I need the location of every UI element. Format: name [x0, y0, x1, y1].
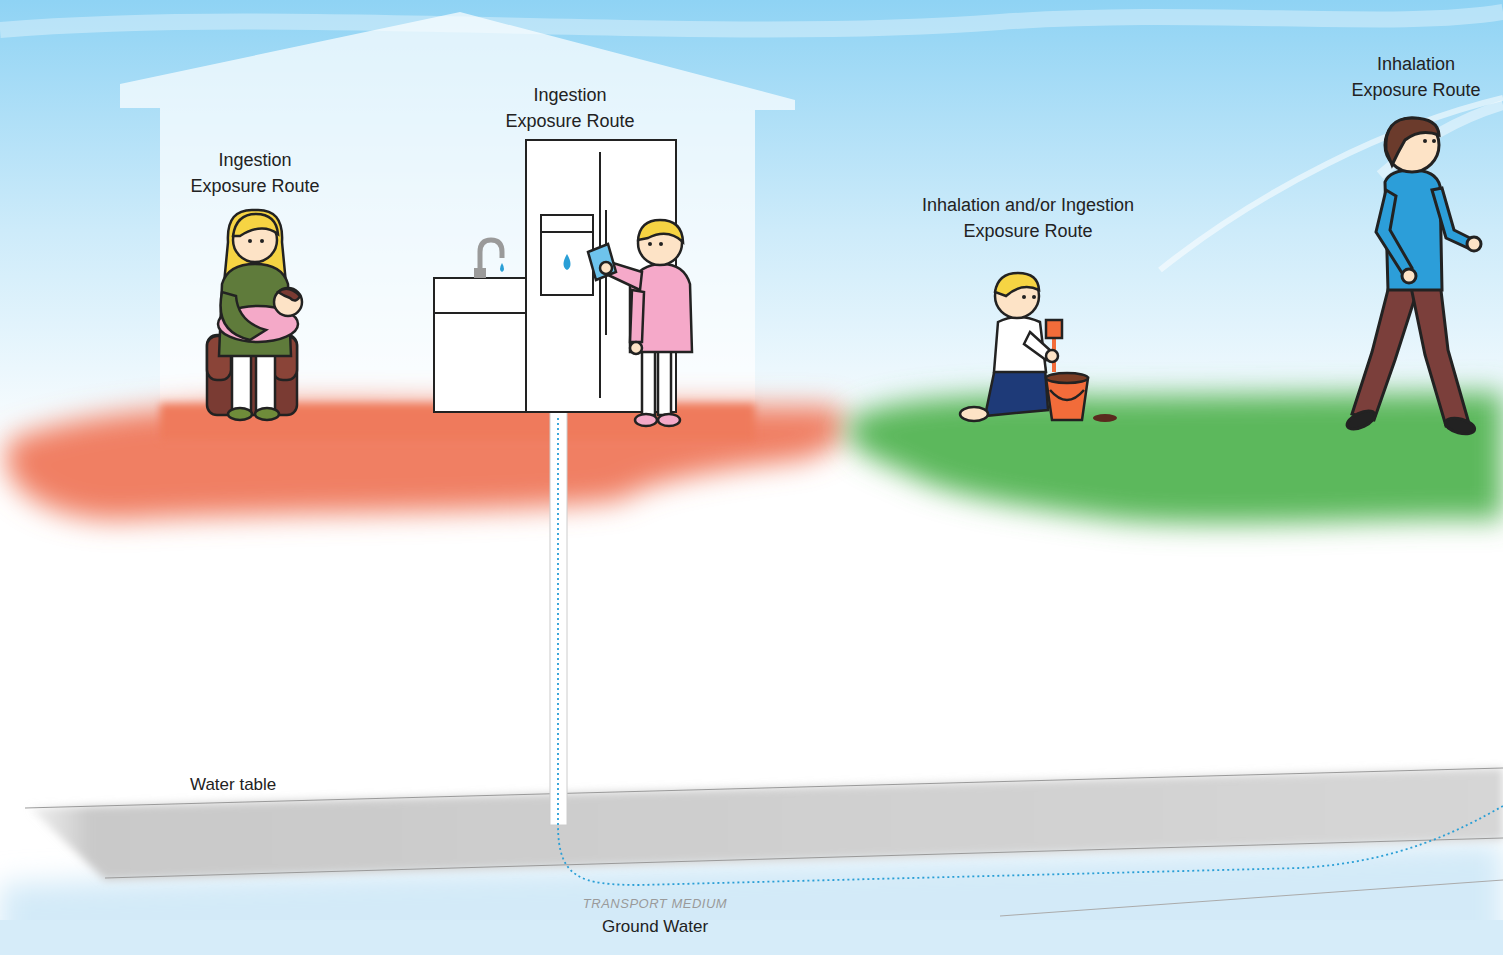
walking-man	[1402, 269, 1416, 283]
walking-man	[1467, 237, 1481, 251]
walking-man	[1410, 282, 1468, 426]
girl-with-cup	[658, 414, 680, 426]
mother-with-baby	[255, 408, 279, 420]
walking-man	[1385, 170, 1442, 290]
girl-with-cup	[630, 290, 644, 342]
well-pipe	[558, 418, 1503, 885]
kitchen-sink	[500, 263, 504, 272]
mother-with-baby	[233, 214, 278, 236]
band-text: Ground Water	[0, 915, 1310, 939]
mother-with-baby	[232, 348, 251, 412]
boy-digging	[960, 273, 1117, 422]
boy-digging	[995, 273, 1039, 296]
water-table-band: Water table	[0, 772, 1503, 872]
walking-man	[1444, 415, 1477, 436]
walking-man	[1385, 118, 1439, 172]
boy-digging	[995, 274, 1039, 318]
water-table-band	[30, 768, 1503, 880]
walking-man	[1432, 139, 1436, 143]
walking-man	[1432, 188, 1470, 248]
yard-grass	[847, 392, 1503, 524]
water-table-band	[1000, 880, 1503, 916]
sky	[1160, 98, 1503, 270]
mother-with-baby	[248, 239, 252, 243]
walking-man	[1386, 118, 1439, 165]
refrigerator	[541, 231, 593, 233]
boy-digging	[1050, 390, 1084, 400]
kitchen-sink	[480, 240, 502, 270]
boy-digging	[960, 407, 988, 421]
kitchen-sink	[434, 278, 526, 412]
girl-with-cup	[638, 220, 683, 242]
mother-with-baby	[278, 289, 300, 301]
boy-digging	[1046, 373, 1088, 383]
girl-with-cup	[659, 242, 663, 246]
mother-with-baby	[207, 210, 302, 420]
mother-with-baby	[260, 239, 264, 243]
refrigerator	[564, 254, 571, 270]
girl-with-cup	[588, 220, 692, 426]
walking-man	[1352, 282, 1420, 420]
band-heading: Water table	[190, 772, 1503, 798]
exposure-route-label: Inhalation Exposure Route	[1341, 51, 1491, 103]
boy-digging	[1046, 320, 1062, 338]
kitchen-sink	[474, 268, 486, 278]
refrigerator	[541, 215, 593, 295]
exposure-route-label: Ingestion Exposure Route	[180, 147, 330, 199]
girl-with-cup	[630, 342, 642, 354]
yard-grass	[847, 392, 1503, 524]
girl-with-cup	[648, 242, 652, 246]
ground-water-band	[0, 920, 1503, 955]
girl-with-cup	[658, 345, 671, 415]
girl-with-cup	[588, 244, 616, 280]
kitchen-sink	[434, 312, 526, 314]
ground-water-band: TRANSPORT MEDIUMGround Water	[0, 893, 1310, 955]
sky	[0, 12, 1503, 30]
water-table-band	[25, 768, 1503, 808]
boy-digging	[1022, 295, 1026, 299]
mother-with-baby	[256, 348, 275, 412]
boy-digging	[1046, 350, 1058, 362]
girl-with-cup	[638, 221, 682, 265]
contaminated-floor	[6, 403, 847, 520]
mother-with-baby	[221, 292, 266, 340]
walking-man	[1423, 139, 1427, 143]
boy-digging	[985, 368, 1048, 416]
mother-with-baby	[274, 288, 302, 316]
band-heading: TRANSPORT MEDIUM	[0, 893, 1310, 915]
water-table-band	[25, 768, 1503, 916]
girl-with-cup	[635, 414, 657, 426]
boy-digging	[1032, 295, 1036, 299]
boy-digging	[1093, 414, 1117, 422]
well-pipe	[550, 412, 1503, 885]
water-table-band	[105, 838, 1503, 878]
exposure-route-label: Inhalation and/or Ingestion Exposure Rou…	[893, 192, 1163, 244]
walking-man	[1344, 407, 1377, 432]
girl-with-cup	[642, 345, 655, 415]
walking-man	[1344, 118, 1481, 437]
girl-with-cup	[600, 262, 612, 274]
mother-with-baby	[228, 408, 252, 420]
exposure-route-label: Ingestion Exposure Route	[495, 82, 645, 134]
contaminated-floor	[6, 403, 847, 520]
walking-man	[1376, 190, 1412, 276]
kitchen-sink	[434, 240, 526, 412]
sky	[1380, 105, 1503, 175]
boy-digging	[1046, 378, 1088, 420]
